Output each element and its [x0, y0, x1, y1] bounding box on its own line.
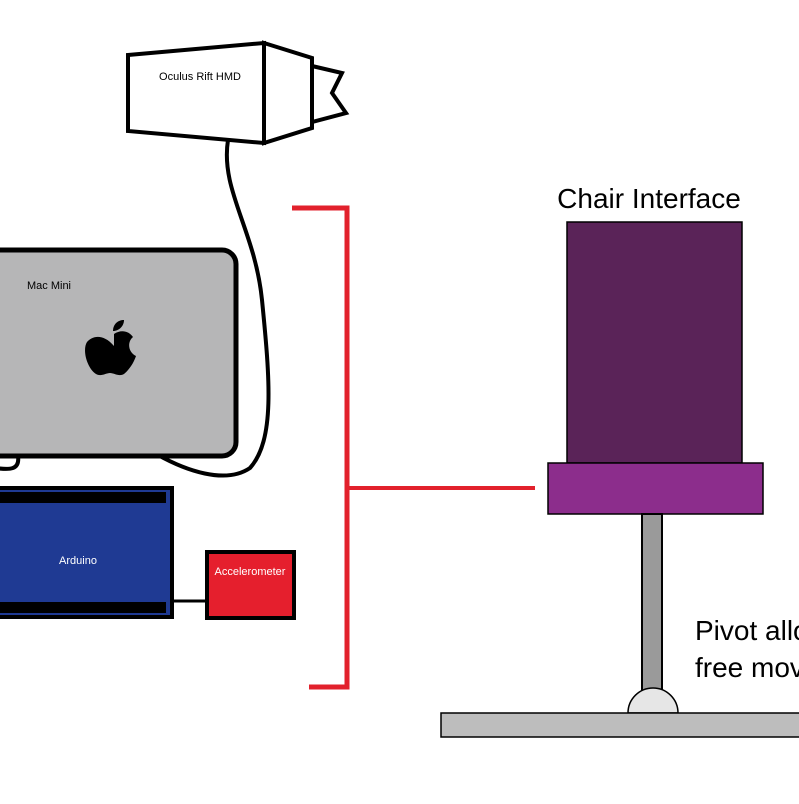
pivot-label-line2: free mov: [695, 652, 799, 683]
mac-mini: Mac Mini: [0, 247, 239, 471]
mac-mini-label: Mac Mini: [27, 280, 71, 292]
chair-interface: Chair Interface: [440, 183, 799, 738]
chair-pole: [641, 513, 663, 695]
arduino-body: [0, 486, 174, 619]
chair-back: [566, 221, 743, 464]
arduino-label: Arduino: [59, 555, 97, 567]
hmd-lens: [310, 63, 350, 125]
accelerometer: Accelerometer: [205, 550, 296, 620]
pivot-label-line1: Pivot allo: [695, 615, 799, 646]
hmd-cable: [157, 139, 271, 478]
chair-seat: [547, 462, 764, 515]
apple-logo-icon: [85, 320, 136, 376]
arduino-bottom-strip: [0, 602, 166, 613]
chair-interface-label: Chair Interface: [557, 183, 741, 214]
accelerometer-body: [205, 550, 296, 620]
pivot-ball: [627, 687, 679, 714]
chair-base: [440, 712, 799, 738]
mac-mini-foot: [0, 455, 21, 471]
connection-bracket: [292, 205, 535, 690]
oculus-hmd: Oculus Rift HMD: [126, 40, 350, 146]
hmd-side: [262, 40, 314, 146]
arduino-top-strip: [0, 492, 166, 503]
hmd-label: Oculus Rift HMD: [159, 71, 241, 83]
hmd-front: [126, 40, 266, 146]
bracket-shape: [292, 205, 350, 690]
arduino-board: Arduino: [0, 486, 174, 619]
accelerometer-label: Accelerometer: [215, 566, 286, 578]
